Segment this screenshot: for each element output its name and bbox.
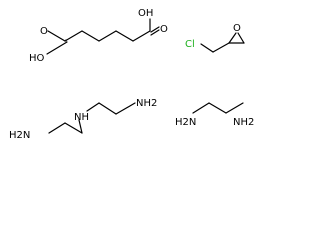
bond-ch2-ch2-right <box>98 102 117 115</box>
atom-label-h2n: H2N <box>175 117 196 128</box>
bond-ring-c2-o <box>237 32 245 44</box>
epichlorohydrin-structure: Cl O <box>185 23 245 53</box>
atom-label-o-left: O <box>40 26 48 37</box>
bond-chain-3 <box>98 30 117 42</box>
bond-c-o-left <box>47 30 66 42</box>
atom-label-nh: NH <box>74 112 89 123</box>
bond-chain-1 <box>132 30 151 42</box>
atom-label-epoxide-o: O <box>233 23 241 34</box>
bond-ch2-nh-right <box>86 102 100 112</box>
bond-ring-c-o <box>228 32 237 44</box>
atom-label-nh2: NH2 <box>233 117 254 128</box>
structures-svg: OH O O HO Cl O NH2 NH H2N H2N NH2 <box>9 8 254 141</box>
bond-cl-ch2 <box>200 43 214 53</box>
bond-ch2-nh2-left <box>48 122 66 134</box>
atom-label-h2n-left: H2N <box>9 130 30 141</box>
bond-chain-4 <box>81 30 100 42</box>
bond-ch2-ch2 <box>208 102 227 114</box>
atom-label-cl: Cl <box>185 39 195 50</box>
bond-h2n-ch2 <box>192 102 210 114</box>
ethylenediamine-structure: H2N NH2 <box>175 102 254 128</box>
bond-c-oh-left <box>46 41 68 55</box>
chemical-structures-canvas: OH O O HO Cl O NH2 NH H2N H2N NH2 <box>9 8 254 141</box>
atom-label-o-right: O <box>160 24 168 35</box>
atom-label-nh2-right: NH2 <box>136 98 157 109</box>
bond-nh2-ch2-right <box>115 102 136 115</box>
bond-ch2-nh2 <box>225 102 244 114</box>
bond-chain-2 <box>115 30 134 42</box>
bond-ch2-ch <box>212 42 230 53</box>
bond-chain-5 <box>64 30 83 42</box>
bond-co-right-a <box>150 26 160 33</box>
bond-nh-ch2-left <box>78 119 83 134</box>
atom-label-ho-left: HO <box>29 53 45 64</box>
bond-ch2-ch2-left <box>64 122 83 134</box>
diethylenetriamine-structure: NH2 NH H2N <box>9 98 157 141</box>
atom-label-oh-right: OH <box>138 8 153 19</box>
bond-co-right-b <box>150 29 160 36</box>
adipic-acid-structure: OH O O HO <box>29 8 168 64</box>
